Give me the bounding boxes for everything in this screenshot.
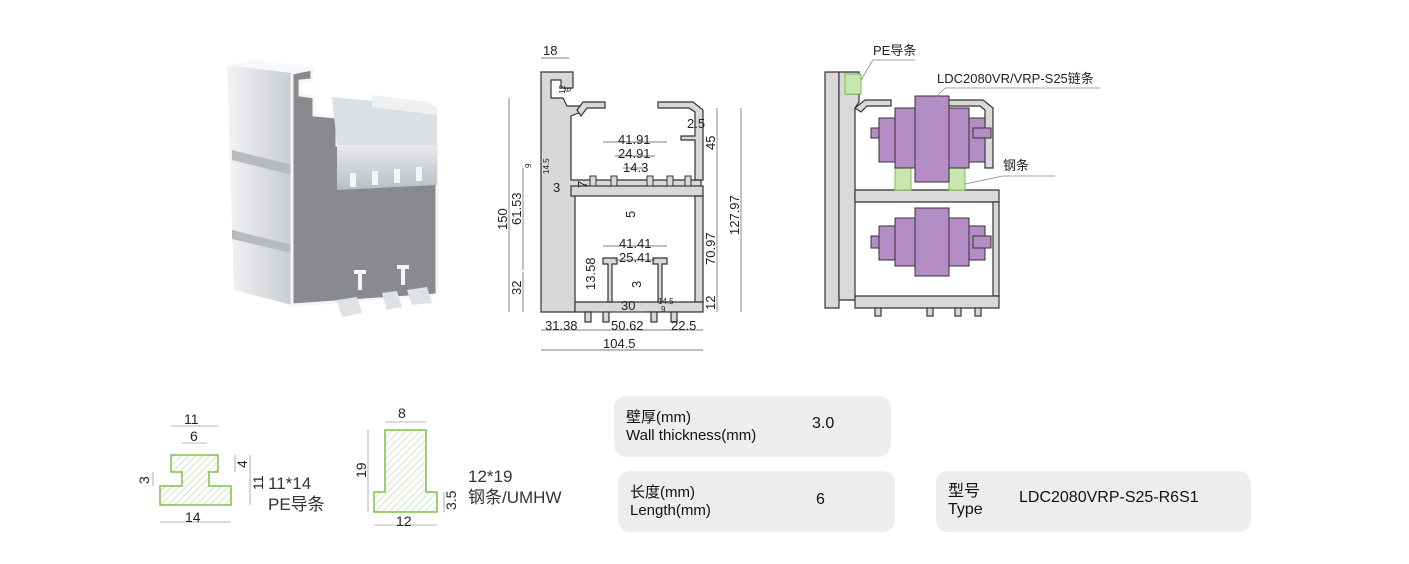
pe-dim-neck: 6 <box>190 428 198 444</box>
pe-dim-head: 4 <box>234 460 250 468</box>
callout-pe-guide: PE导条 <box>873 43 916 58</box>
spec-label-cn: 长度(mm) <box>630 484 695 501</box>
assembly-profile <box>824 71 1000 317</box>
dim-lower-outer-groove: 41.41 <box>619 236 652 251</box>
steel-strip-size: 12*19 <box>468 467 513 486</box>
dim-bottom-right-height: 12 <box>703 296 718 310</box>
dim-upper-total-height: 127.97 <box>727 195 742 235</box>
side-groove <box>232 230 292 253</box>
dim-lower-mid-groove: 25.41 <box>619 250 652 265</box>
spec-value: 6 <box>816 491 825 508</box>
steel-dim-base: 12 <box>396 513 412 529</box>
dim-seg-right: 22.5 <box>671 318 696 333</box>
pe-strip-size: 11*14 <box>268 474 312 493</box>
dim-lip: 2.5 <box>687 116 705 131</box>
pe-guide-strip <box>844 73 862 95</box>
dim-left-height: 61.53 <box>509 192 524 225</box>
cavity-floor <box>337 145 437 190</box>
pe-dim-lines <box>152 425 251 523</box>
steel-dim-height: 19 <box>353 462 369 478</box>
dim-web: 5 <box>623 211 638 218</box>
small-dimension-labels: 12 6 9 14.5 14.5 9 <box>524 85 674 314</box>
dim-bottom-slot-b: 9 <box>661 305 666 314</box>
spec-label: 型号 Type <box>948 483 983 519</box>
spec-label-cn: 型号 <box>948 483 981 500</box>
dim-seg-mid: 50.62 <box>611 318 644 333</box>
dim-lower-wall: 3 <box>629 281 644 288</box>
dim-wall: 3 <box>553 180 560 195</box>
ribs <box>350 167 422 187</box>
spec-label: 长度(mm) Length(mm) <box>630 484 711 520</box>
top-ribs <box>589 175 692 187</box>
dim-top-slot-b: 6 <box>564 87 573 92</box>
dim-lower-rib-height: 13.58 <box>583 257 598 290</box>
spec-value: 3.0 <box>812 415 835 432</box>
dim-mid-groove: 24.91 <box>618 146 651 161</box>
pe-strip-name: PE导条 <box>268 495 325 514</box>
spec-value: LDC2080VRP-S25-R6S1 <box>1019 489 1199 506</box>
dim-side-slot-a: 9 <box>524 163 533 168</box>
dim-seg-left: 31.38 <box>545 318 578 333</box>
steel-strip-caption: 12*19 钢条/UMHW <box>468 466 561 508</box>
spec-label-en: Wall thickness(mm) <box>626 427 757 444</box>
spec-card-length: 长度(mm) Length(mm) 6 <box>618 471 895 532</box>
dim-upper-right-height: 45 <box>703 136 718 150</box>
top-lip <box>227 60 312 73</box>
pe-strip-shape <box>159 454 232 506</box>
dim-top-width: 18 <box>543 43 557 58</box>
pe-strip-caption: 11*14 PE导条 <box>268 473 325 515</box>
side-groove <box>232 150 292 175</box>
chain-roller-lower <box>870 207 992 277</box>
dim-bottom-slot: 30 <box>621 298 635 313</box>
lower-ribs <box>354 265 409 290</box>
profile-dimension-drawing: 18 2.5 41.91 24.91 14.3 3 41.41 25.41 30… <box>495 43 742 351</box>
dim-side-slot-b: 14.5 <box>542 158 551 174</box>
assembly-drawing: PE导条 LDC2080VR/VRP-S25链条 钢条 <box>824 43 1100 317</box>
chain-roller-upper <box>870 95 992 183</box>
callout-leaders <box>860 59 1100 185</box>
pe-dim-base: 14 <box>185 509 201 525</box>
pe-dim-groove: 3 <box>136 476 152 484</box>
pe-strip-section: 11 6 14 4 11 3 <box>136 411 265 525</box>
upper-lip-right <box>372 95 437 115</box>
dim-lower-left-height: 32 <box>509 281 524 295</box>
callout-steel-strip: 钢条 <box>1003 158 1029 173</box>
spec-label-en: Length(mm) <box>630 502 711 519</box>
steel-dim-top: 8 <box>398 405 406 421</box>
steel-dim-foot: 3.5 <box>443 490 459 510</box>
callout-chain: LDC2080VR/VRP-S25链条 <box>937 71 1094 86</box>
spec-card-type: 型号 Type LDC2080VRP-S25-R6S1 <box>936 471 1251 532</box>
side-face <box>227 65 292 305</box>
spec-label-en: Type <box>948 501 983 518</box>
spec-label-cn: 壁厚(mm) <box>626 409 691 426</box>
steel-dim-lines <box>367 421 445 526</box>
dim-top-slot-a: 12 <box>558 85 567 94</box>
dim-rib-height: 7 <box>575 181 590 188</box>
profile-3d-render <box>227 60 439 317</box>
profile-outline <box>540 71 704 323</box>
dim-outer-groove: 41.91 <box>618 132 651 147</box>
dim-total-height: 150 <box>495 208 510 230</box>
spec-label: 壁厚(mm) Wall thickness(mm) <box>626 409 756 445</box>
dimension-lines <box>508 57 742 351</box>
pe-dim-top: 11 <box>184 411 199 427</box>
dim-bottom-slot-a: 14.5 <box>658 297 674 306</box>
spec-card-wall-thickness: 壁厚(mm) Wall thickness(mm) 3.0 <box>614 396 891 457</box>
dim-inner-groove: 14.3 <box>623 160 648 175</box>
dim-lower-right-height: 70.97 <box>703 232 718 265</box>
pe-dim-height: 11 <box>250 475 265 490</box>
dim-total-width: 104.5 <box>603 336 636 351</box>
steel-strip-shape <box>373 429 438 513</box>
steel-strip-name: 钢条/UMHW <box>468 488 562 507</box>
bottom-feet <box>337 287 432 317</box>
steel-strip-section: 8 12 19 3.5 <box>353 405 459 529</box>
dimension-labels: 18 2.5 41.91 24.91 14.3 3 41.41 25.41 30… <box>495 43 742 351</box>
